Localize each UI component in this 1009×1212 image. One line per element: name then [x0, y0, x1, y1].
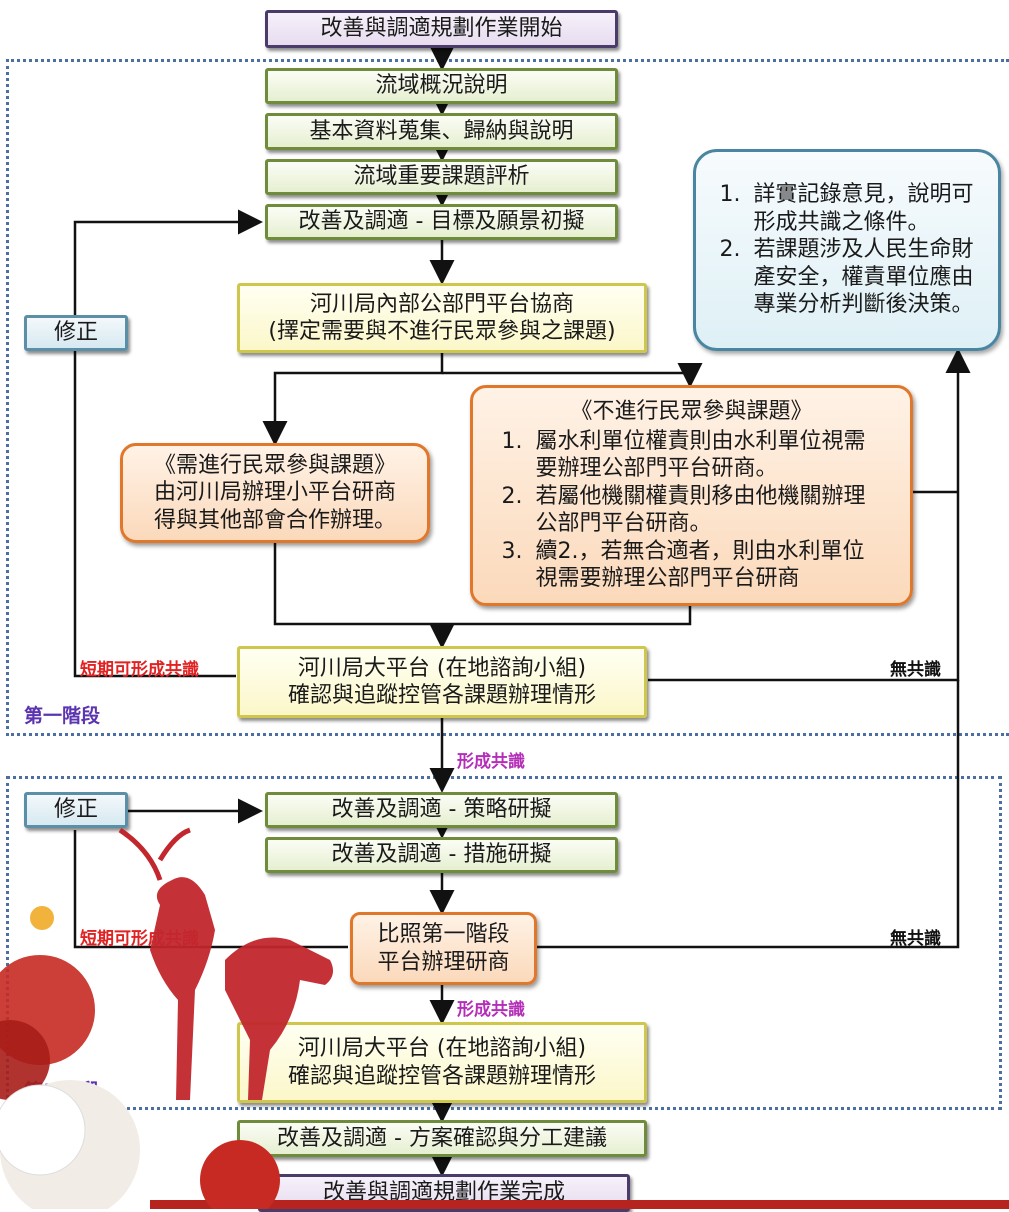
revise-box-stage2: 修正 — [24, 792, 128, 828]
overview-box: 流域概況說明 — [265, 68, 618, 104]
no-participation-item-number: 3. — [501, 538, 523, 564]
no-participation-item-text: 續2.，若無合適者，則由水利單位視需要辦理公部門平台研商 — [535, 538, 865, 592]
start-label: 改善與調適規劃作業開始 — [320, 16, 563, 42]
no-participation-item: 1. 屬水利單位權責則由水利單位視需要辦理公部門平台研商。 — [502, 428, 882, 483]
confirm-box: 改善及調適 - 方案確認與分工建議 — [237, 1120, 647, 1157]
measures-box: 改善及調適 - 措施研擬 — [265, 837, 618, 873]
no-participation-item-number: 1. — [501, 428, 523, 454]
revise-label: 修正 — [53, 320, 98, 346]
compare-line2: 平台辦理研商 — [377, 949, 510, 975]
stage-1-label: 第一階段 — [24, 705, 101, 727]
internal-platform-box: 河川局內部公部門平台協商 (擇定需要與不進行民眾參與之課題) — [237, 283, 647, 353]
short-consensus-label-2: 短期可形成共識 — [80, 929, 199, 949]
no-consensus-label-2: 無共識 — [890, 929, 941, 949]
no-consensus-label-1: 無共識 — [890, 660, 941, 680]
note-item-text: 若課題涉及人民生命財產安全，權責單位應由專業分析判斷後決策。 — [753, 237, 974, 318]
no-participation-box: 《不進行民眾參與課題》 1. 屬水利單位權責則由水利單位視需要辦理公部門平台研商… — [470, 385, 913, 606]
note-item: 1. 詳實記錄意見，說明可形成共識之條件。 — [720, 181, 975, 236]
no-participation-item-text: 若屬他機關權責則移由他機關辦理公部門平台研商。 — [535, 483, 866, 537]
compare-box: 比照第一階段 平台辦理研商 — [350, 912, 537, 985]
need-participation-box: 《需進行民眾參與課題》 由河川局辦理小平台研商 得與其他部會合作辦理。 — [120, 443, 430, 543]
note-item-text: 詳實記錄意見，說明可形成共識之條件。 — [753, 182, 974, 235]
platform-stage1-line2: 確認與追蹤控管各課題辦理情形 — [287, 683, 596, 708]
revise-label: 修正 — [53, 797, 98, 823]
collect-box: 基本資料蒐集、歸納與說明 — [265, 113, 618, 150]
stage-2-frame — [6, 776, 1002, 1110]
issues-box: 流域重要課題評析 — [265, 159, 618, 195]
stage-1-frame — [6, 59, 1009, 736]
stage-2-label: 第二階段 — [24, 1080, 101, 1102]
no-participation-item-number: 2. — [501, 483, 523, 509]
collect-label: 基本資料蒐集、歸納與說明 — [309, 118, 574, 144]
end-box: 改善與調適規劃作業完成 — [258, 1174, 630, 1212]
no-participation-item: 2. 若屬他機關權責則移由他機關辦理公部門平台研商。 — [502, 483, 882, 538]
platform-box-stage1: 河川局大平台 (在地諮詢小組) 確認與追蹤控管各課題辦理情形 — [237, 646, 647, 718]
internal-platform-line1: 河川局內部公部門平台協商 — [309, 291, 574, 317]
consensus-label-1: 形成共識 — [457, 752, 525, 772]
strategy-box: 改善及調適 - 策略研擬 — [265, 792, 618, 828]
note-item-number: 2. — [719, 237, 741, 263]
note-box: 1. 詳實記錄意見，說明可形成共識之條件。 2. 若課題涉及人民生命財產安全，權… — [693, 149, 1001, 351]
issues-label: 流域重要課題評析 — [353, 164, 530, 190]
note-item: 2. 若課題涉及人民生命財產安全，權責單位應由專業分析判斷後決策。 — [720, 236, 975, 319]
end-label: 改善與調適規劃作業完成 — [322, 1180, 565, 1206]
confirm-label: 改善及調適 - 方案確認與分工建議 — [277, 1125, 607, 1151]
no-participation-item-text: 屬水利單位權責則由水利單位視需要辦理公部門平台研商。 — [535, 428, 866, 482]
platform-stage2-line2: 確認與追蹤控管各課題辦理情形 — [287, 1063, 596, 1089]
no-participation-item: 3. 續2.，若無合適者，則由水利單位視需要辦理公部門平台研商 — [502, 538, 882, 593]
need-participation-title: 《需進行民眾參與課題》 — [153, 452, 396, 478]
goals-box: 改善及調適 - 目標及願景初擬 — [265, 204, 618, 240]
goals-label: 改善及調適 - 目標及願景初擬 — [298, 209, 585, 235]
compare-line1: 比照第一階段 — [377, 922, 510, 947]
note-item-number: 1. — [719, 182, 741, 208]
platform-box-stage2: 河川局大平台 (在地諮詢小組) 確認與追蹤控管各課題辦理情形 — [237, 1022, 647, 1103]
overview-label: 流域概況說明 — [375, 73, 508, 99]
platform-stage2-line1: 河川局大平台 (在地諮詢小組) — [297, 1036, 587, 1061]
revise-box-stage1: 修正 — [24, 315, 128, 351]
internal-platform-line2: (擇定需要與不進行民眾參與之課題) — [268, 319, 616, 344]
short-consensus-label-1: 短期可形成共識 — [80, 660, 199, 680]
platform-stage1-line1: 河川局大平台 (在地諮詢小組) — [297, 655, 587, 681]
need-participation-line2: 得與其他部會合作辦理。 — [153, 507, 396, 533]
strategy-label: 改善及調適 - 策略研擬 — [331, 797, 552, 823]
measures-label: 改善及調適 - 措施研擬 — [331, 842, 552, 868]
no-participation-title: 《不進行民眾參與課題》 — [570, 399, 813, 425]
start-box: 改善與調適規劃作業開始 — [265, 10, 618, 48]
need-participation-line1: 由河川局辦理小平台研商 — [153, 480, 396, 506]
consensus-label-2: 形成共識 — [457, 1000, 525, 1020]
